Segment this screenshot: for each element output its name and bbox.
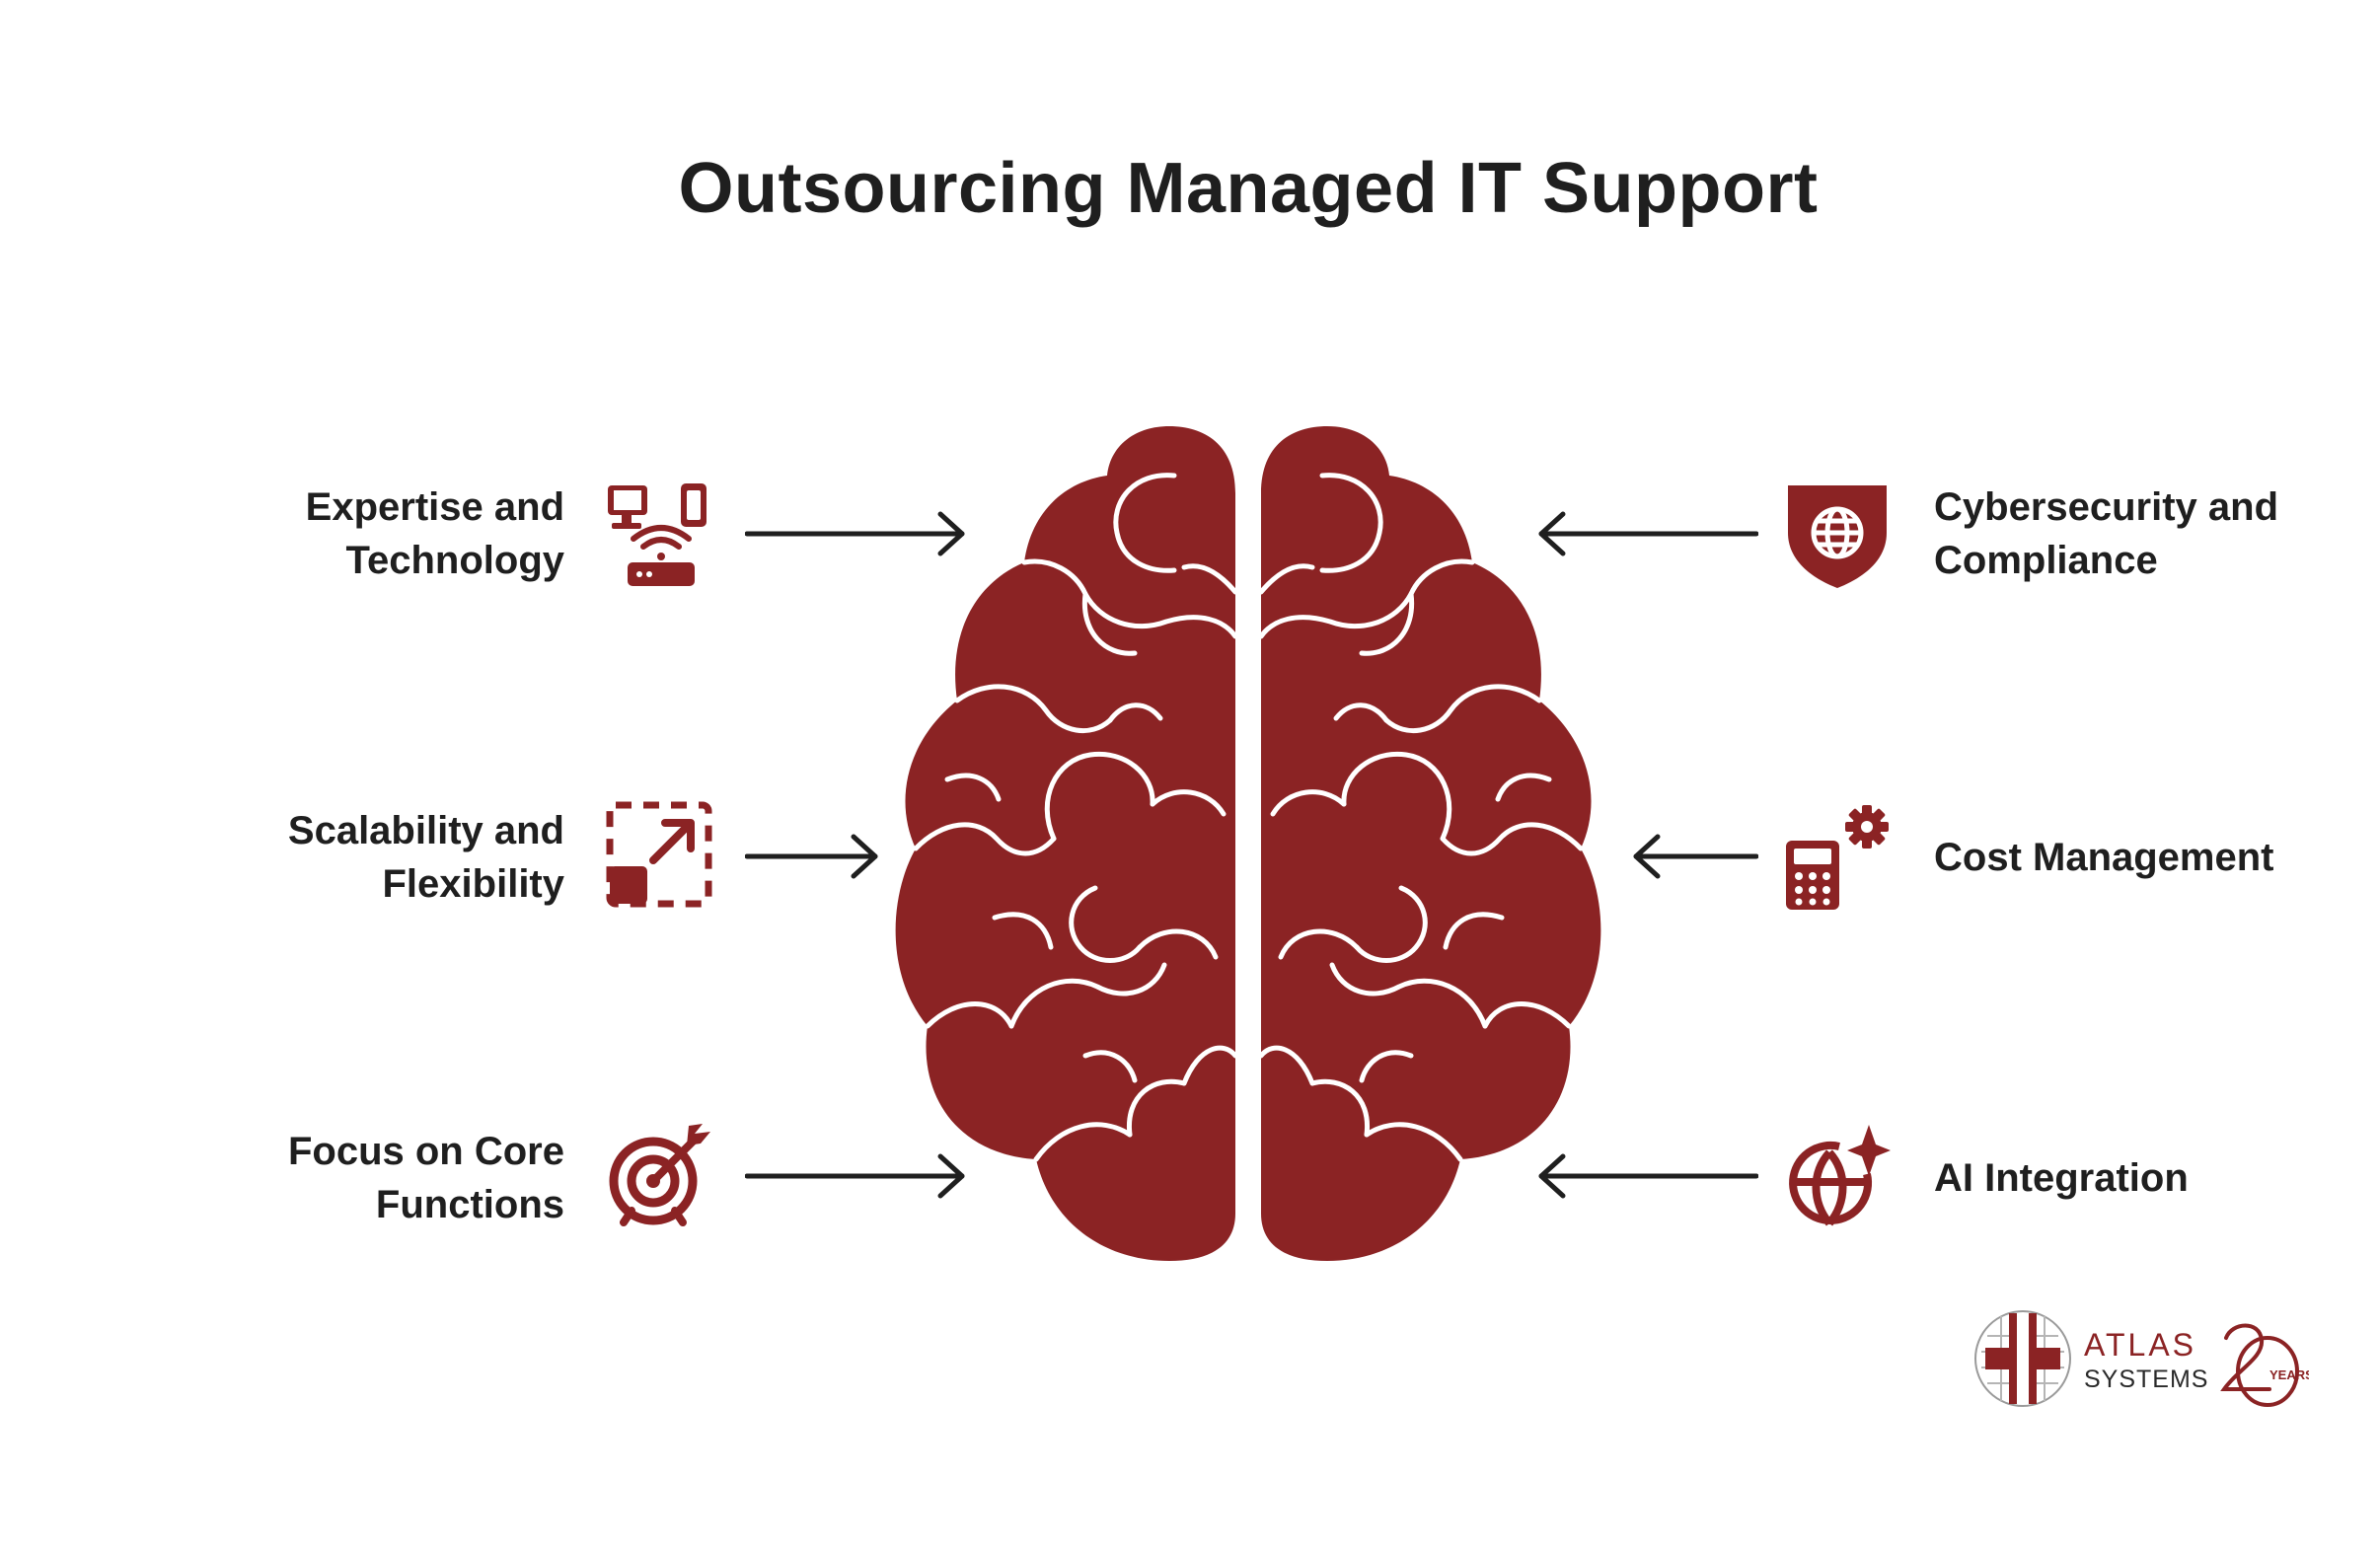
arrow-ai-integration <box>1538 1153 1758 1199</box>
label-scalability: Scalability and Flexibility <box>287 809 564 906</box>
arrow-scalability <box>745 834 878 879</box>
page-title: Outsourcing Managed IT Support <box>678 149 1819 228</box>
globe-sparkle-icon <box>1789 1125 1891 1226</box>
shield-globe-icon <box>1788 485 1887 588</box>
logo-text-atlas: ATLAS <box>2084 1327 2196 1363</box>
label-expertise: Expertise and Technology <box>305 485 564 582</box>
arrow-focus <box>745 1153 965 1199</box>
logo-badge-years: YEARS <box>2269 1367 2309 1382</box>
logo-text-systems: SYSTEMS <box>2084 1366 2208 1393</box>
target-arrow-icon <box>609 1124 710 1226</box>
arrow-cybersecurity <box>1538 511 1758 556</box>
atlas-systems-logo: ATLAS SYSTEMS YEARS <box>1974 1310 2309 1407</box>
label-focus: Focus on Core Functions <box>287 1130 564 1226</box>
brain-icon <box>895 426 1601 1261</box>
calculator-gear-icon <box>1786 805 1889 910</box>
network-devices-icon <box>608 483 707 586</box>
label-cybersecurity: Cybersecurity and Compliance <box>1934 485 2279 582</box>
label-ai-integration: AI Integration <box>1934 1156 2189 1200</box>
arrow-cost-management <box>1633 834 1758 879</box>
arrow-expertise <box>745 511 965 556</box>
label-cost-management: Cost Management <box>1934 836 2274 879</box>
resize-expand-icon <box>606 801 712 908</box>
